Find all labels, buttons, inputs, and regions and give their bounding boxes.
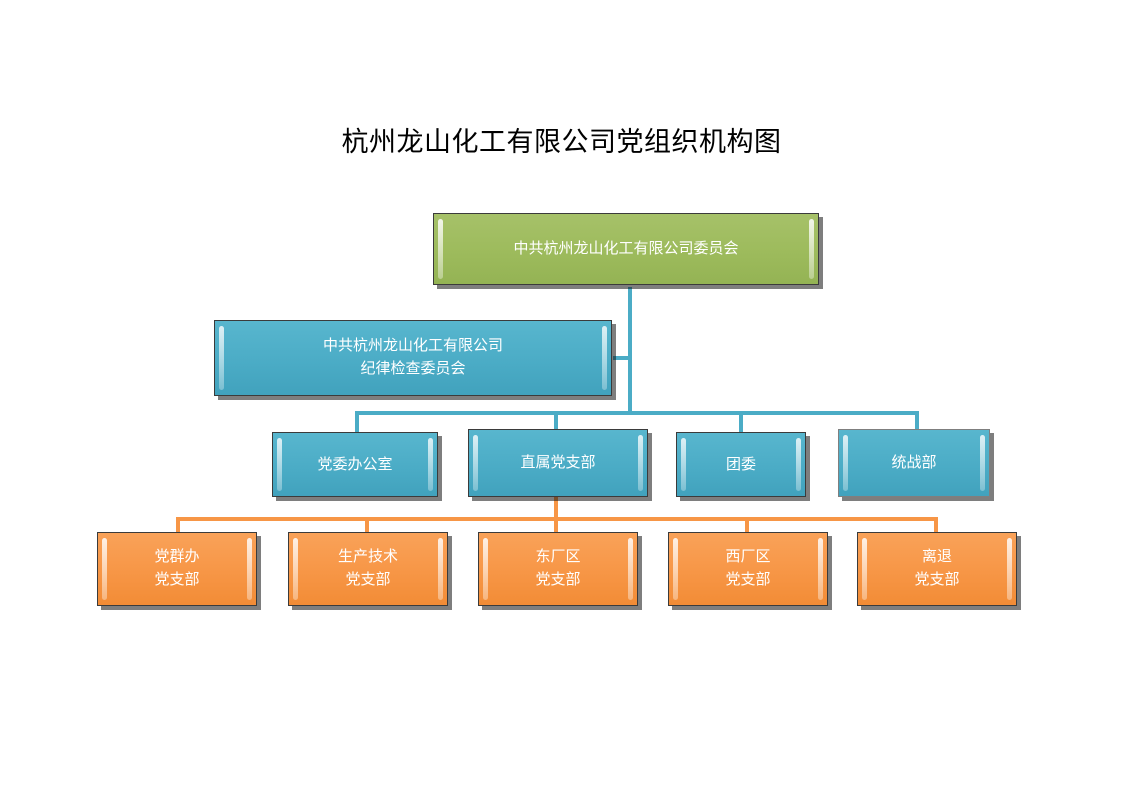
connector-leaf-trunk bbox=[554, 497, 558, 520]
connector-drop-leaf-2 bbox=[365, 517, 369, 535]
node-west-plant-branch-line1: 西厂区 bbox=[725, 548, 771, 565]
node-direct-party-branch[interactable]: 直属党支部 bbox=[468, 429, 648, 497]
node-discipline-committee[interactable]: 中共杭州龙山化工有限公司 纪律检查委员会 bbox=[214, 320, 612, 396]
node-party-committee[interactable]: 中共杭州龙山化工有限公司委员会 bbox=[433, 213, 819, 285]
connector-drop-branch-3 bbox=[739, 411, 743, 432]
node-west-plant-branch-line2: 党支部 bbox=[725, 572, 771, 588]
connector-root-trunk bbox=[628, 287, 632, 415]
node-party-office-label: 党委办公室 bbox=[317, 456, 393, 473]
node-production-technology-branch[interactable]: 生产技术 党支部 bbox=[288, 532, 448, 606]
page-title: 杭州龙山化工有限公司党组织机构图 bbox=[341, 127, 782, 158]
node-discipline-committee-label-line1: 中共杭州龙山化工有限公司 bbox=[322, 337, 503, 354]
node-direct-party-branch-label: 直属党支部 bbox=[520, 455, 596, 471]
node-retired-branch[interactable]: 离退 党支部 bbox=[857, 532, 1017, 606]
node-youth-league-committee-label: 团委 bbox=[725, 456, 756, 473]
node-production-technology-branch-line2: 党支部 bbox=[345, 572, 391, 588]
connector-drop-branch-2 bbox=[554, 411, 558, 432]
node-retired-branch-line2: 党支部 bbox=[914, 572, 960, 588]
node-party-office[interactable]: 党委办公室 bbox=[272, 432, 438, 497]
connector-drop-leaf-4 bbox=[745, 517, 749, 535]
connector-drop-leaf-5 bbox=[934, 517, 938, 535]
node-production-technology-branch-line1: 生产技术 bbox=[337, 548, 398, 565]
connector-drop-branch-4 bbox=[915, 411, 919, 432]
node-party-committee-label: 中共杭州龙山化工有限公司委员会 bbox=[513, 241, 739, 257]
node-youth-league-committee[interactable]: 团委 bbox=[676, 432, 806, 497]
connector-drop-branch-1 bbox=[355, 411, 359, 432]
node-east-plant-branch[interactable]: 东厂区 党支部 bbox=[478, 532, 638, 606]
connector-drop-leaf-3 bbox=[554, 517, 558, 535]
node-east-plant-branch-line1: 东厂区 bbox=[535, 548, 581, 565]
connector-drop-leaf-1 bbox=[176, 517, 180, 535]
node-party-mass-office-branch-line2: 党支部 bbox=[154, 572, 200, 588]
node-discipline-committee-label-line2: 纪律检查委员会 bbox=[360, 361, 466, 377]
connector-branch-bus bbox=[355, 411, 919, 415]
node-retired-branch-line1: 离退 bbox=[921, 548, 952, 565]
node-united-front-department[interactable]: 统战部 bbox=[838, 429, 990, 497]
connector-staff-stub bbox=[613, 356, 631, 360]
node-west-plant-branch[interactable]: 西厂区 党支部 bbox=[668, 532, 828, 606]
node-party-mass-office-branch[interactable]: 党群办 党支部 bbox=[97, 532, 257, 606]
node-united-front-department-label: 统战部 bbox=[891, 455, 937, 471]
node-east-plant-branch-line2: 党支部 bbox=[535, 572, 581, 588]
node-party-mass-office-branch-line1: 党群办 bbox=[154, 548, 200, 565]
